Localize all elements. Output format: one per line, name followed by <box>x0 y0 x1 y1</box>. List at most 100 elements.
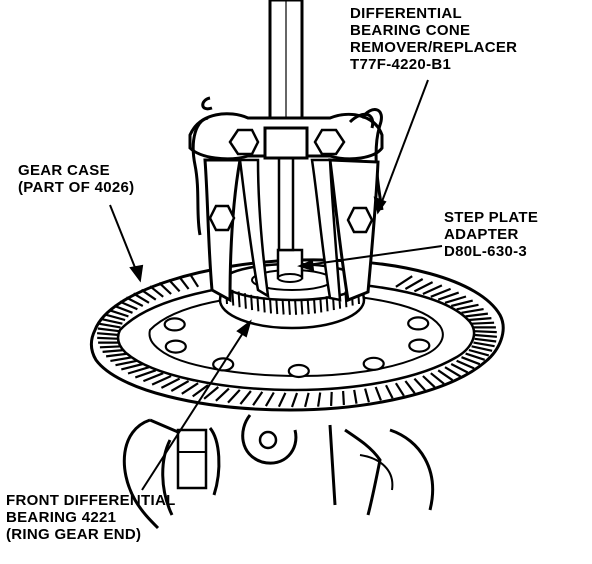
label-line: ADAPTER <box>444 226 519 243</box>
gear-tooth <box>102 348 126 353</box>
gear-tooth <box>474 330 497 334</box>
puller-legs <box>203 158 380 303</box>
label-line: GEAR CASE <box>18 162 110 179</box>
bolt-hole <box>408 338 431 353</box>
gear-tooth <box>99 345 123 349</box>
gear-tooth <box>465 312 489 318</box>
gear-tooth <box>468 348 490 357</box>
gear-tooth <box>450 299 473 308</box>
gear-tooth <box>178 276 190 290</box>
bearing-roller <box>313 298 316 314</box>
bearing-roller <box>281 299 285 315</box>
gear-tooth <box>444 295 467 304</box>
label-gear-case: GEAR CASE (PART OF 4026) <box>18 162 134 196</box>
ring-gear <box>89 258 505 412</box>
gear-tooth <box>101 318 123 325</box>
label-line: T77F-4220-B1 <box>350 56 452 73</box>
gear-tooth <box>158 281 172 295</box>
gear-tooth <box>203 386 220 400</box>
gear-tooth <box>473 341 495 348</box>
bearing-roller <box>319 297 323 313</box>
bearing-roller <box>287 299 291 315</box>
gear-tooth <box>127 366 150 375</box>
gear-tooth <box>97 336 120 340</box>
puller-yoke <box>188 112 384 161</box>
label-line: D80L-630-3 <box>444 243 528 260</box>
gear-tooth <box>192 384 209 398</box>
gear-tooth <box>430 287 452 298</box>
bearing-roller <box>275 299 279 315</box>
gear-tooth <box>134 369 157 379</box>
gear-tooth <box>330 391 333 406</box>
gear-tooth <box>105 352 129 358</box>
gear-tooth <box>404 380 416 394</box>
gear-tooth <box>465 352 486 361</box>
gear-tooth <box>119 300 138 311</box>
gear-tooth <box>121 362 144 371</box>
gear-tooth <box>456 303 479 311</box>
gear-tooth <box>125 296 144 307</box>
gear-tooth <box>304 392 310 408</box>
gear-tooth <box>450 363 469 374</box>
gear-tooth <box>471 345 493 352</box>
gear-tooth <box>252 391 264 406</box>
label-bearing-cone-remover-replacer: DIFFERENTIAL BEARING CONE REMOVER/REPLAC… <box>350 5 517 73</box>
gear-tooth <box>468 317 492 322</box>
leader-adapter <box>299 245 443 267</box>
leader-bearing <box>141 321 251 491</box>
gear-tooth <box>140 288 157 301</box>
bearing-roller <box>306 299 310 315</box>
bearing-roller <box>294 299 298 315</box>
gear-tooth <box>264 391 275 407</box>
gear-tooth <box>181 382 199 395</box>
gear-tooth <box>132 292 150 304</box>
gear-tooth <box>422 375 436 389</box>
lower-case-housing <box>122 414 435 530</box>
bolt-hole <box>287 363 310 379</box>
gear-tooth <box>99 322 121 329</box>
gear-tooth <box>104 313 126 322</box>
gear-tooth <box>290 392 299 408</box>
gear-tooth <box>437 369 454 382</box>
gear-tooth <box>168 278 181 293</box>
gear-tooth <box>110 356 133 362</box>
label-line: BEARING CONE <box>350 22 471 39</box>
gear-tooth <box>456 359 475 370</box>
gear-tooth <box>317 392 322 407</box>
gear-tooth <box>394 382 405 397</box>
gear-tooth <box>160 377 181 389</box>
gear-tooth <box>422 284 443 296</box>
label-line: REMOVER/REPLACER <box>350 39 518 56</box>
leader-tool <box>377 79 429 213</box>
gear-tooth <box>413 281 434 293</box>
gear-tooth <box>374 386 382 401</box>
puller-handles <box>191 96 384 236</box>
leader-lines <box>109 79 443 491</box>
label-step-plate-adapter: STEP PLATE ADAPTER D80L-630-3 <box>444 209 538 260</box>
gear-tooth <box>189 273 200 288</box>
label-line: FRONT DIFFERENTIAL <box>6 492 176 509</box>
gear-tooth <box>395 275 413 288</box>
gear-tooth <box>404 278 424 290</box>
bolt-hole <box>164 339 187 354</box>
bearing-roller <box>300 299 304 315</box>
label-front-differential-bearing: FRONT DIFFERENTIAL BEARING 4221 (RING GE… <box>6 492 176 543</box>
gear-tooth <box>113 304 133 314</box>
bolt-hole <box>407 316 430 331</box>
bearing-roller <box>262 297 266 313</box>
gear-tooth <box>170 380 190 392</box>
gear-tooth <box>364 388 370 403</box>
gear-tooth <box>471 321 495 325</box>
label-line: (RING GEAR END) <box>6 526 142 543</box>
bearing-roller <box>256 296 260 312</box>
gear-tooth <box>149 285 164 298</box>
gear-tooth <box>474 337 497 343</box>
bearing-roller <box>237 291 241 308</box>
gear-tooth <box>430 372 445 385</box>
gear-tooth <box>277 392 287 408</box>
gear-tooth <box>97 332 120 337</box>
label-line: STEP PLATE <box>444 209 539 226</box>
gear-tooth <box>215 387 230 402</box>
gear-tooth <box>115 359 138 367</box>
